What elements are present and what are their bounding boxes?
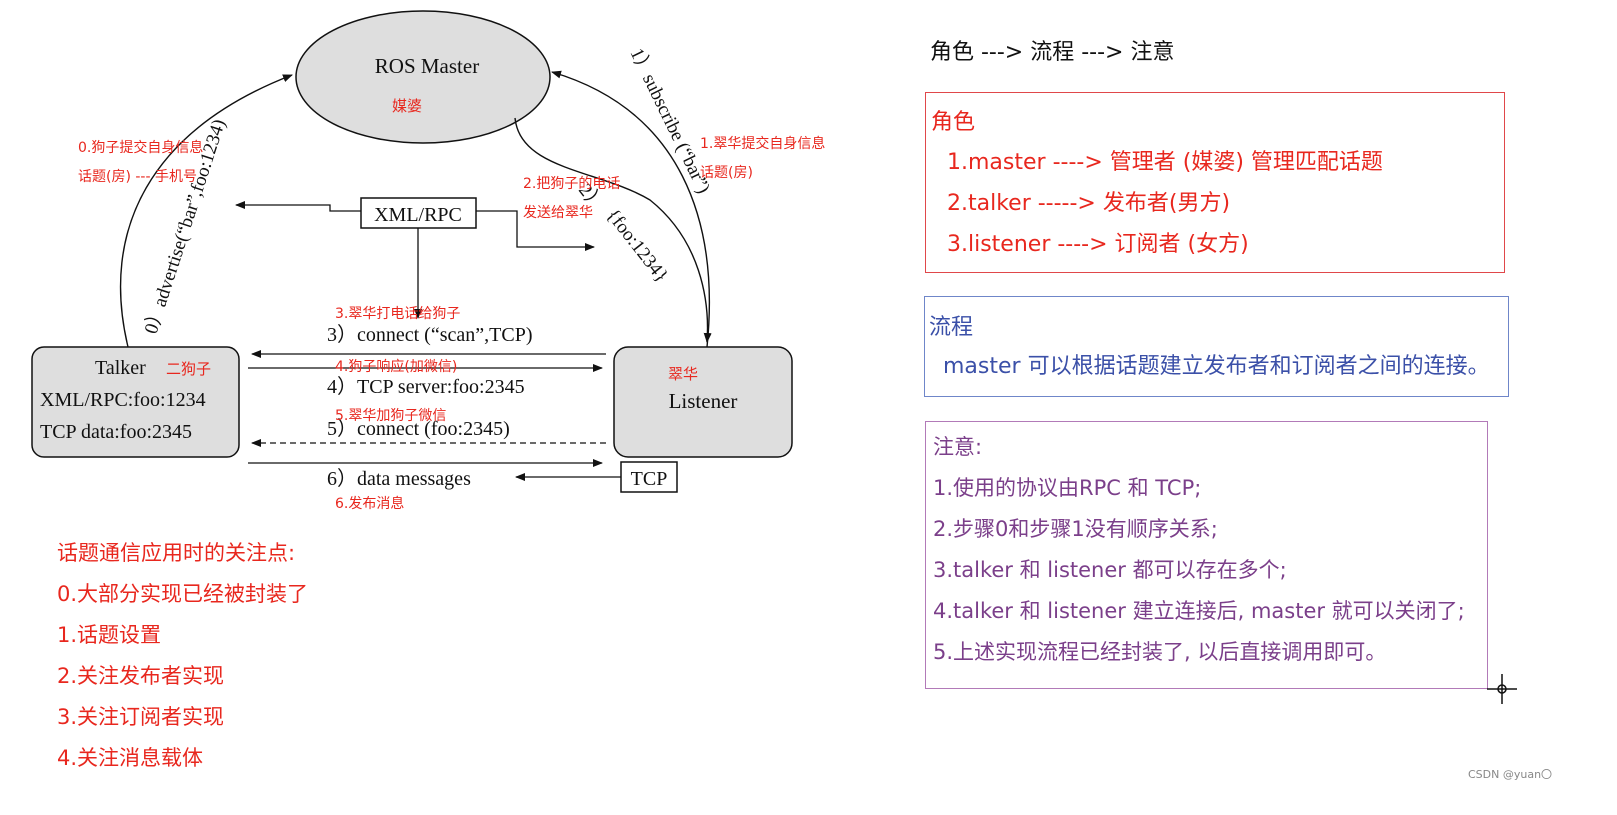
notes-title: 注意: [933, 435, 983, 459]
annotation-0-line1: 0.狗子提交自身信息 [78, 139, 203, 156]
step5-label: 5）connect (foo:2345) [327, 417, 510, 440]
role-item-listener: 3.listener ----> 订阅者 (女方) [947, 232, 1249, 257]
annotation-1-line1: 1.翠华提交自身信息 [700, 135, 825, 152]
annotation-2-line1: 2.把狗子的电话 [523, 176, 620, 192]
step4-label: 4）TCP server:foo:2345 [327, 375, 525, 398]
ros-topic-diagram: ROS Master 媒婆 Talker 二狗子 XML/RPC:foo:123… [31, 10, 825, 512]
process-text: master 可以根据话题建立发布者和订阅者之间的连接。 [943, 354, 1490, 379]
xmlrpc-to-talker-arrow [235, 201, 361, 212]
roles-box [925, 92, 1505, 273]
focus-point-item: 0.大部分实现已经被封装了 [57, 582, 309, 606]
xmlrpc-box [360, 197, 477, 229]
annotation-0-line2: 话题(房) --- 手机号 [78, 169, 197, 185]
ros-master-node [295, 10, 551, 144]
tcp-label: TCP [631, 468, 668, 490]
watermark: CSDN @yuan〇 [1468, 768, 1553, 781]
role-item-talker: 2.talker -----> 发布者(男方) [947, 191, 1231, 216]
talker-tcp-port: TCP data:foo:2345 [40, 421, 192, 443]
note-item: 1.使用的协议由RPC 和 TCP; [933, 476, 1202, 500]
annotation-5: 5.翠华加狗子微信 [335, 408, 446, 424]
talker-node [31, 346, 240, 458]
focus-points-title: 话题通信应用时的关注点: [57, 541, 296, 565]
role-item-master: 1.master ----> 管理者 (媒婆) 管理匹配话题 [947, 150, 1383, 175]
xmlrpc-to-listener-arrow [476, 210, 595, 251]
annotation-3: 3.翠华打电话给狗子 [335, 305, 460, 322]
listener-title: Listener [669, 389, 738, 413]
ros-master-note: 媒婆 [392, 97, 422, 115]
step6-label: 6）data messages [327, 467, 471, 490]
annotation-6: 6.发布消息 [335, 495, 404, 512]
note-item: 5.上述实现流程已经封装了, 以后直接调用即可。 [933, 640, 1387, 664]
ros-master-title: ROS Master [375, 54, 479, 78]
note-item: 4.talker 和 listener 建立连接后, master 就可以关闭了… [933, 599, 1465, 623]
subscribe-arrow [551, 70, 710, 348]
notes-box [925, 421, 1488, 689]
focus-point-item: 2.关注发布者实现 [57, 664, 225, 688]
annotation-4: 4.狗子响应(加微信) [335, 358, 457, 375]
page-heading: 角色 ---> 流程 ---> 注意 [930, 40, 1175, 65]
crosshair-cursor-icon [1487, 674, 1517, 704]
note-item: 2.步骤0和步骤1没有顺序关系; [933, 517, 1218, 541]
step3-label: 3）connect (“scan”,TCP) [327, 323, 532, 346]
listener-node [613, 346, 793, 458]
focus-point-item: 3.关注订阅者实现 [57, 705, 225, 729]
focus-point-item: 4.关注消息载体 [57, 746, 204, 770]
focus-point-item: 1.话题设置 [57, 623, 162, 647]
foo-label: {foo:1234} [602, 205, 672, 286]
focus-points: 话题通信应用时的关注点: 0.大部分实现已经被封装了 1.话题设置 2.关注发布… [57, 533, 308, 779]
annotation-2-line2: 发送给翠华 [523, 205, 593, 221]
master-to-listener-arrow [514, 117, 712, 343]
process-title: 流程 [929, 315, 974, 340]
note-item: 3.talker 和 listener 都可以存在多个; [933, 558, 1287, 582]
advertise-arrow [119, 74, 293, 348]
talker-title: Talker [95, 357, 146, 379]
xmlrpc-label: XML/RPC [374, 204, 462, 226]
talker-xmlrpc-port: XML/RPC:foo:1234 [40, 389, 206, 411]
process-box [924, 296, 1509, 397]
roles-title: 角色 [931, 110, 976, 135]
annotation-1-line2: 话题(房) [700, 165, 753, 181]
talker-note: 二狗子 [166, 360, 211, 378]
listener-note: 翠华 [668, 365, 698, 383]
